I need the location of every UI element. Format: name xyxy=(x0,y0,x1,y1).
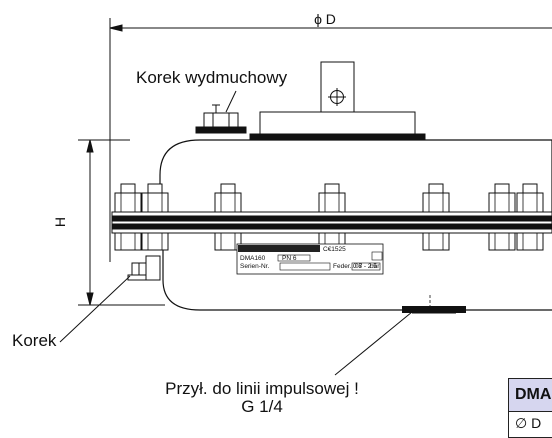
bolt-tip xyxy=(120,183,136,194)
bolt-nut-upper xyxy=(141,192,169,213)
bolt-tip xyxy=(494,183,510,194)
diameter-label: ϕ D xyxy=(314,11,336,27)
bolt-nut-lower xyxy=(114,232,142,251)
bolt-nut-upper xyxy=(114,192,142,213)
bolt-nut-upper xyxy=(214,192,242,213)
lifting-eye xyxy=(249,61,426,141)
nameplate-model: DMA160 xyxy=(240,255,266,262)
lower-casing xyxy=(162,228,552,311)
nameplate-pn: PN 6 xyxy=(282,255,297,262)
upper-casing xyxy=(159,139,552,212)
vent-plug xyxy=(195,104,247,134)
spec-table-row: ∅ D xyxy=(508,412,552,438)
vent-plug-label: Korek wydmuchowy xyxy=(136,68,288,87)
side-plug xyxy=(127,255,161,281)
bolt-tip xyxy=(220,183,236,194)
impulse-connection-label: Przył. do linii impulsowej ! xyxy=(165,379,359,398)
bolt-nut-upper xyxy=(318,192,346,213)
vent-plug-leader xyxy=(225,90,237,113)
nameplate-spring: Feder...07 xyxy=(333,263,363,270)
plug-label: Korek xyxy=(12,331,57,350)
nameplate: DMA160 PN 6 Serien-Nr. Feder...07 0 8 - … xyxy=(236,243,384,275)
thread-label: G 1/4 xyxy=(241,397,283,416)
bolt-nut-upper xyxy=(488,192,516,213)
height-label: H xyxy=(52,217,68,227)
bolt-nut-lower xyxy=(422,232,450,251)
bolt-tip xyxy=(324,183,340,194)
flange xyxy=(111,211,552,234)
bolt-nut-lower xyxy=(214,232,242,251)
nameplate-range: 0 8 - 2 5 xyxy=(353,263,377,270)
impulse-connection xyxy=(402,295,466,314)
bolt-nut-lower xyxy=(488,232,516,251)
bolt-nut-lower xyxy=(141,232,169,251)
plug-leader xyxy=(59,275,131,343)
bolt-nut-lower xyxy=(516,232,544,251)
bolt-tip xyxy=(428,183,444,194)
height-dimension xyxy=(78,139,165,306)
nameplate-ce-mark: C€1525 xyxy=(323,246,346,253)
bolt-nut-upper xyxy=(516,192,544,213)
spec-table-header: DMA xyxy=(508,378,552,412)
bolt-nut-upper xyxy=(422,192,450,213)
bolt-tip xyxy=(147,183,163,194)
spec-table: DMA ∅ D xyxy=(508,378,552,438)
nameplate-unit: bar xyxy=(370,263,380,270)
nameplate-serial: Serien-Nr. xyxy=(240,263,269,270)
impulse-connection-leader xyxy=(334,311,413,376)
bolt-tip xyxy=(522,183,538,194)
